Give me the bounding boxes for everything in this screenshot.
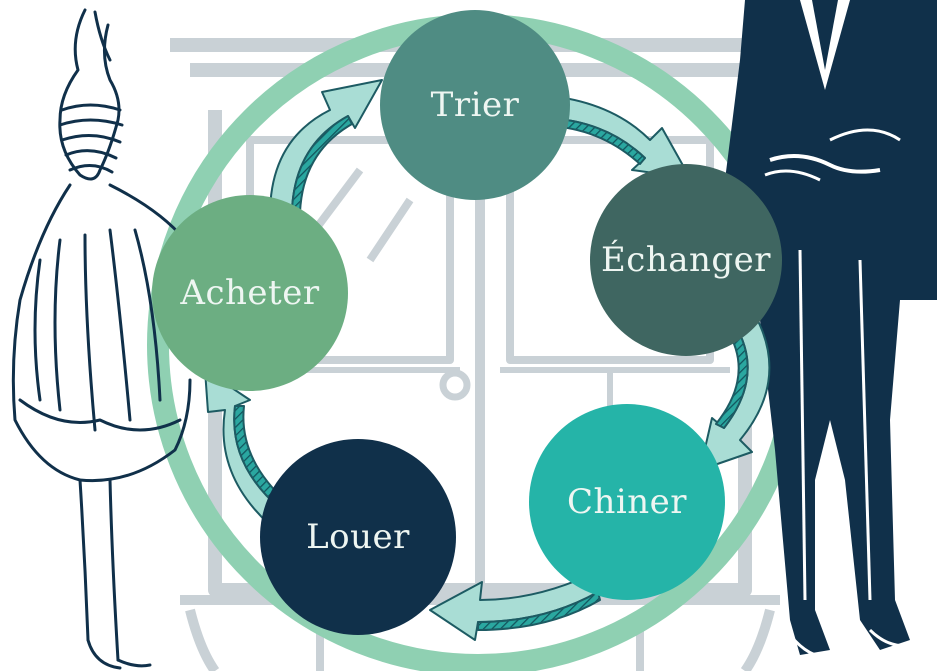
node-acheter-circle [152, 195, 348, 391]
node-acheter-label: Acheter [179, 273, 319, 313]
node-louer-circle [260, 439, 456, 635]
node-chiner-label: Chiner [567, 482, 687, 522]
node-louer: Louer [260, 439, 456, 635]
node-trier-label: Trier [431, 85, 520, 125]
arrow-acheter-to-trier [269, 79, 383, 216]
node-trier-circle [380, 10, 570, 200]
suit-figure-illustration [720, 0, 937, 660]
arrow-chiner-to-louer [429, 569, 601, 641]
node-acheter: Acheter [152, 195, 348, 391]
node-echanger-label: Échanger [601, 239, 771, 280]
node-louer-label: Louer [306, 517, 410, 557]
node-chiner-circle [529, 404, 725, 600]
node-echanger: Échanger [590, 164, 782, 356]
node-trier: Trier [380, 10, 570, 200]
dress-illustration [11, 8, 192, 670]
node-chiner: Chiner [529, 404, 725, 600]
node-echanger-circle [590, 164, 782, 356]
